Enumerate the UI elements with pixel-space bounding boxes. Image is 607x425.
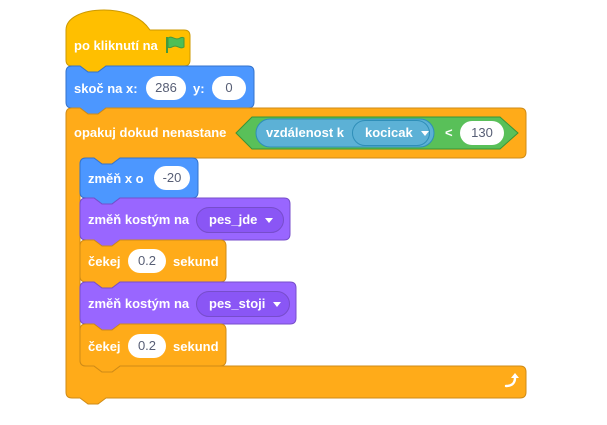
- goto-y-label: y:: [193, 81, 205, 96]
- costume2-label: změň kostým na: [88, 296, 190, 311]
- wait2-unit: sekund: [173, 339, 219, 354]
- costume1-value: pes_jde: [209, 212, 258, 227]
- goto-x-input[interactable]: 286: [146, 76, 186, 100]
- goto-label: skoč na x:: [74, 81, 138, 96]
- wait2-label: čekej: [88, 339, 121, 354]
- less-than-symbol: <: [445, 125, 453, 140]
- wait2-input[interactable]: 0.2: [128, 334, 166, 358]
- wait1-input[interactable]: 0.2: [128, 249, 166, 273]
- chevron-down-icon: [265, 218, 274, 224]
- chevron-down-icon: [420, 131, 429, 137]
- chevron-down-icon: [273, 302, 282, 308]
- loop-arrow-icon: [504, 373, 519, 388]
- costume1-label: změň kostým na: [88, 212, 190, 227]
- change-x-input[interactable]: -20: [154, 166, 190, 190]
- wait1-unit: sekund: [173, 254, 219, 269]
- costume2-value: pes_stoji: [209, 296, 266, 311]
- distance-target-dropdown[interactable]: kocicak: [352, 120, 430, 146]
- distance-target-value: kocicak: [365, 125, 413, 140]
- wait1-label: čekej: [88, 254, 121, 269]
- repeat-until-label: opakuj dokud nenastane: [74, 125, 227, 140]
- goto-y-input[interactable]: 0: [212, 76, 246, 100]
- costume2-dropdown[interactable]: pes_stoji: [196, 291, 290, 317]
- costume1-dropdown[interactable]: pes_jde: [196, 207, 284, 233]
- hat-label: po kliknutí na: [74, 38, 158, 53]
- change-x-label: změň x o: [88, 171, 144, 186]
- green-flag-icon: [166, 36, 185, 53]
- distance-label: vzdálenost k: [266, 125, 345, 140]
- compare-value-input[interactable]: 130: [460, 121, 504, 145]
